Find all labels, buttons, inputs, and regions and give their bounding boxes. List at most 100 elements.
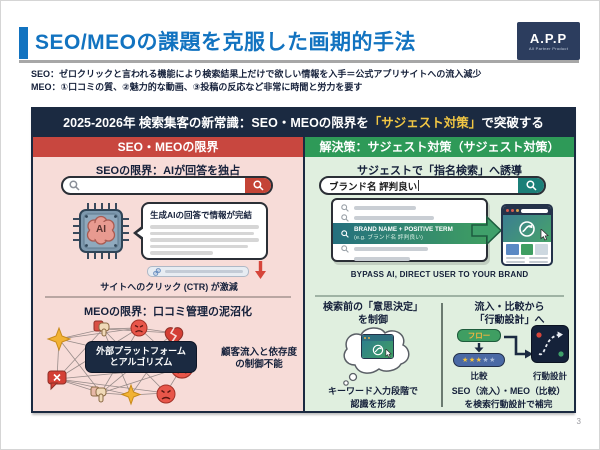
suggestion-placeholder (354, 216, 434, 220)
search-icon (341, 204, 349, 212)
company-logo: A.P.P All Partner Product (517, 22, 580, 60)
banner-highlight: 「サジェスト対策」 (368, 116, 482, 130)
compare-label: 比較 (470, 371, 488, 381)
thumbs-down-icon (93, 320, 110, 337)
columns: SEOの限界：AIが回答を独占 (33, 157, 574, 411)
down-arrow-icon (474, 343, 484, 353)
right-column-header: 解決策：サジェスト対策（サジェスト対策） (305, 137, 574, 157)
window-dot-icon (364, 337, 366, 339)
search-button (245, 178, 271, 193)
logo-text: A.P.P (529, 30, 568, 46)
flow-pill: フロー (457, 329, 501, 342)
suggestion-row (333, 254, 486, 263)
thumbnail (520, 244, 534, 255)
banner-prefix: 2025-2026年 検索集客の新常識：SEO・MEOの限界を (63, 116, 369, 130)
meo-side-note: 顧客流入と依存度 の制御不能 (215, 347, 303, 371)
link-url-line (165, 270, 243, 273)
mini-browser-body (362, 341, 393, 358)
title-accent-bar (19, 27, 28, 59)
text-line (150, 225, 259, 229)
main-content-box: 2025-2026年 検索集客の新常識：SEO・MEOの限界を「サジェスト対策」… (31, 107, 576, 413)
page-number: 3 (576, 417, 581, 426)
text-line (150, 251, 214, 255)
decision-caption-line2: 認識を形成 (350, 399, 396, 409)
meo-note-line2: の制御不能 (235, 359, 283, 370)
window-dot-icon (516, 209, 519, 212)
search-icon (69, 180, 80, 191)
intro-text: SEO：ゼロクリックと言われる機能により検索結果上だけで欲しい情報を入手＝公式ア… (31, 68, 591, 94)
text-line (150, 238, 259, 242)
suggestion-title: BRAND NAME + POSITIVE TERM (354, 225, 453, 233)
left-section-divider (45, 296, 291, 298)
search-query-text: ブランド名 評判良い (329, 181, 418, 193)
ai-answer-title: 生成AIの回答で情報が完結 (150, 210, 253, 220)
browser-text-lines (503, 256, 551, 264)
intro-line-meo: MEO：①口コミの質、②魅力的な動画、③投稿の反応など非常に時間と労力を要す (31, 82, 363, 92)
window-dot-icon (367, 337, 370, 339)
cursor-icon (385, 349, 392, 358)
suggest-search-bar: ブランド名 評判良い (319, 176, 546, 195)
window-dot-icon (511, 209, 514, 212)
design-caption-line1: SEO（流入）・MEO（比較） (451, 386, 566, 396)
meo-note-line1: 顧客流入と依存度 (220, 347, 297, 358)
link-icon (153, 267, 161, 276)
site-link-pill (147, 266, 249, 277)
angry-face-icon (130, 319, 148, 337)
design-heading-line1: 流入・比較から (474, 302, 545, 313)
ai-chip-label: AI (96, 224, 106, 235)
ai-chip-icon (73, 203, 129, 259)
angry-face-icon (156, 384, 176, 404)
window-dot-icon (506, 209, 509, 212)
ai-answer-bubble: 生成AIの回答で情報が完結 (133, 202, 268, 260)
elbow-arrow-icon (504, 335, 533, 359)
decision-heading-line1: 検索前の「意思決定」 (323, 302, 423, 313)
ai-chip-illustration: AI (72, 202, 130, 260)
broken-heart-icon (164, 327, 184, 346)
platform-label-line1: 外部プラットフォーム (96, 346, 186, 356)
headline-banner: 2025-2026年 検索集客の新常識：SEO・MEOの限界を「サジェスト対策」… (33, 109, 574, 137)
star-burst-icon (46, 326, 72, 352)
logo-subtext: All Partner Product (528, 45, 569, 51)
suggestion-placeholder (354, 256, 410, 261)
subsection-divider (441, 303, 443, 407)
suggestion-placeholder (354, 247, 428, 251)
brand-site-mockup (501, 204, 553, 266)
cursor-icon (540, 229, 549, 241)
seo-search-bar (61, 176, 273, 195)
thumbnail (535, 244, 549, 255)
solution-column: サジェストで「指名検索」へ誘導 ブランド名 評判良い (305, 157, 574, 411)
search-icon (341, 229, 349, 238)
text-line (150, 231, 254, 235)
trend-logo-icon (519, 220, 535, 237)
rating-pill: ★★★★★ (453, 353, 505, 367)
right-section-divider (315, 295, 564, 297)
meo-limit-heading: MEOの限界：口コミ管理の泥沼化 (83, 306, 253, 318)
suggestion-row (333, 244, 486, 254)
seo-limit-heading: SEOの限界：AIが回答を独占 (95, 165, 241, 177)
search-icon (341, 245, 349, 253)
suggest-heading: サジェストで「指名検索」へ誘導 (357, 165, 522, 177)
address-bar (521, 208, 548, 213)
platform-label-line2: とアルゴリズム (109, 357, 173, 367)
column-headers: SEO・MEOの限界 解決策：サジェスト対策（サジェスト対策） (33, 137, 574, 157)
stars-empty: ★★ (482, 357, 496, 364)
star-burst-icon (120, 383, 142, 406)
trend-logo-icon (372, 344, 383, 355)
mini-browser-header (362, 335, 393, 341)
browser-hero (503, 215, 551, 242)
left-column-header: SEO・MEOの限界 (33, 137, 303, 157)
search-icon (525, 180, 537, 191)
design-caption: SEO（流入）・MEO（比較） を検索行動設計で補完 (443, 385, 574, 411)
thumbnail (506, 244, 519, 255)
decision-caption-line1: キーワード入力段階で (327, 386, 418, 396)
suggestion-placeholder (354, 206, 416, 210)
decision-caption: キーワード入力段階で 認識を形成 (305, 385, 441, 411)
ctr-caption: サイトへのクリック (CTR) が激減 (100, 282, 238, 292)
thought-cloud-illustration (339, 325, 415, 387)
x-review-bubble-icon (47, 370, 67, 391)
decision-heading-line2: を制御 (358, 315, 388, 326)
route-design-box (531, 325, 569, 363)
decision-heading: 検索前の「意思決定」 を制御 (305, 301, 441, 327)
title-underline (19, 60, 579, 63)
